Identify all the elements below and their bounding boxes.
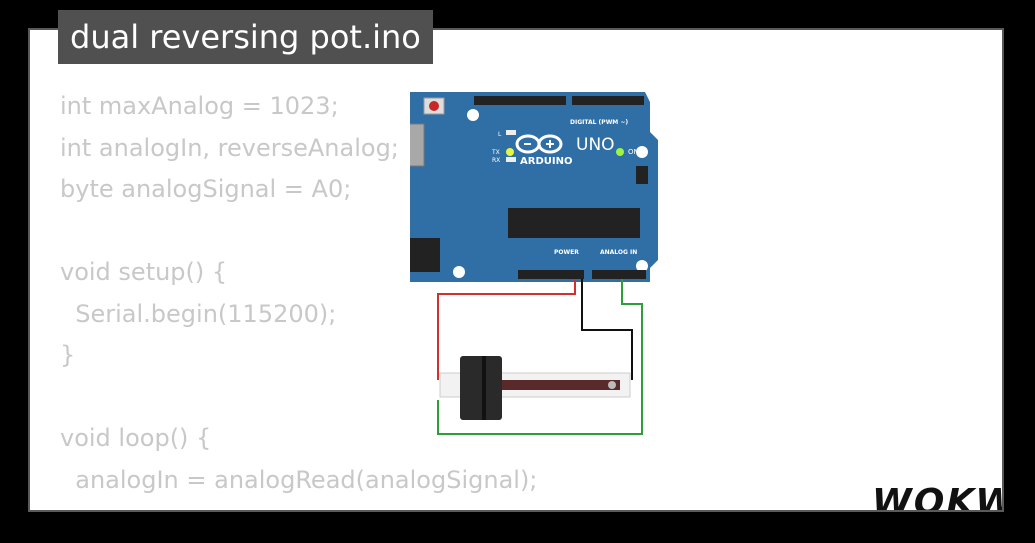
code-line: int maxAnalog = 1023; bbox=[60, 92, 339, 120]
l-led-icon bbox=[506, 130, 516, 135]
digital-header-left bbox=[474, 96, 566, 105]
analog-label: ANALOG IN bbox=[600, 249, 637, 256]
code-line: Serial.begin(115200); bbox=[60, 299, 337, 328]
slide-potentiometer-icon bbox=[439, 356, 631, 420]
power-jack-icon bbox=[410, 238, 440, 272]
digital-label: DIGITAL (PWM ~) bbox=[570, 119, 628, 126]
page-title: dual reversing pot.ino bbox=[58, 10, 433, 64]
on-label: ON bbox=[628, 148, 639, 156]
rx-led-icon bbox=[506, 157, 516, 162]
rx-label: RX bbox=[492, 157, 500, 164]
l-label: L bbox=[498, 131, 502, 138]
project-card: int maxAnalog = 1023; int analogIn, rever… bbox=[28, 28, 1004, 512]
code-line: int analogIn, reverseAnalog; bbox=[60, 133, 399, 162]
analog-header bbox=[592, 270, 646, 279]
circuit-diagram: ARDUINO UNO DIGITAL (PWM ~) L TX RX ON P… bbox=[410, 92, 658, 435]
code-line: } bbox=[60, 341, 76, 369]
tx-label: TX bbox=[491, 149, 500, 156]
green-wire-a0 bbox=[437, 279, 643, 435]
code-line: void setup() { bbox=[60, 258, 228, 286]
power-label: POWER bbox=[554, 249, 579, 256]
code-preview: int maxAnalog = 1023; int analogIn, rever… bbox=[60, 86, 537, 501]
wokwi-logo: WOKWi bbox=[872, 482, 1002, 512]
code-line: void loop() { bbox=[60, 424, 212, 452]
black-wire bbox=[581, 279, 633, 380]
red-wire bbox=[437, 279, 576, 380]
usb-port-icon bbox=[410, 123, 425, 167]
board-model-label: UNO bbox=[576, 135, 615, 155]
arduino-logo-icon bbox=[515, 134, 563, 154]
code-line: analogIn = analogRead(analogSignal); bbox=[60, 465, 538, 494]
icsp-header-icon bbox=[636, 166, 648, 184]
code-line: byte analogSignal = A0; bbox=[60, 175, 352, 203]
power-led-icon bbox=[616, 148, 624, 156]
board-brand-label: ARDUINO bbox=[520, 156, 572, 167]
microcontroller-chip-icon bbox=[508, 208, 640, 238]
power-header bbox=[518, 270, 584, 279]
tx-led-icon bbox=[506, 148, 514, 156]
digital-header-right bbox=[572, 96, 644, 105]
